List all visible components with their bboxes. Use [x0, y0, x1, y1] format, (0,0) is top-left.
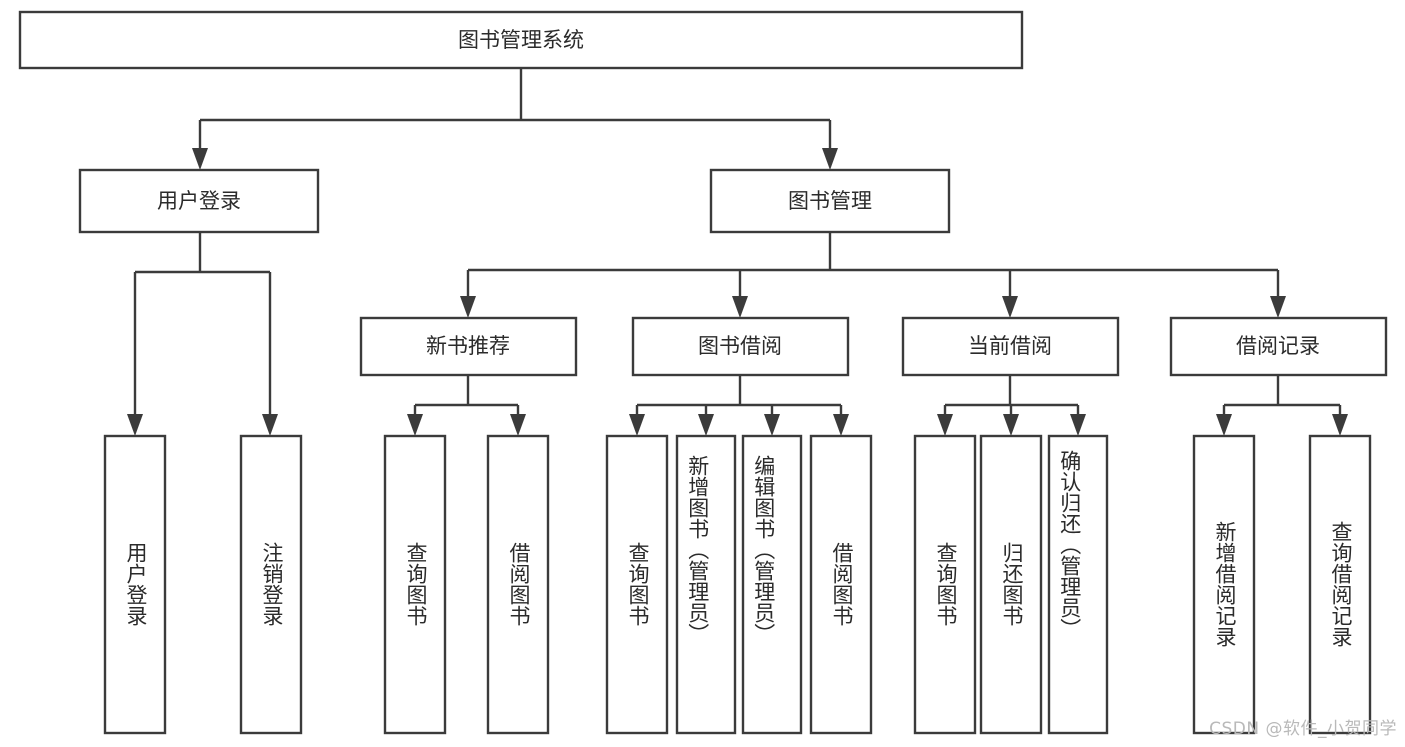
edge-userlogin-to-bus: [133, 232, 272, 423]
edge-root-to-bus: [198, 68, 832, 157]
node-new-book-recommend-box[interactable]: [359, 316, 578, 377]
node-new-book-recommend[interactable]: 新书推荐: [359, 316, 578, 377]
node-borrow-record-box[interactable]: [1169, 316, 1388, 377]
leaf-user-login-login-box[interactable]: [103, 434, 167, 735]
arrow-to-leaf-user-login: [127, 414, 143, 436]
node-current-borrow-label: 当前借阅: [968, 334, 1052, 358]
arrow-bb-leaf-1: [629, 414, 645, 436]
leaf-user-login-logout-box[interactable]: [239, 434, 303, 735]
leaf-currentborrow-confirm-box[interactable]: [1047, 434, 1109, 735]
arrow-nb-leaf-2: [510, 414, 526, 436]
leaf-currentborrow-query[interactable]: 查询图书: [913, 434, 977, 735]
leaf-currentborrow-confirm-label: 确认归还（管理员）: [1058, 450, 1082, 639]
arrow-to-book-borrow: [732, 296, 748, 318]
leaf-currentborrow-return-label: 归还图书: [1000, 542, 1024, 626]
arrow-to-current-borrow: [1002, 296, 1018, 318]
leaf-bookborrow-add-label: 新增图书（管理员）: [686, 455, 710, 644]
leaf-user-login-login[interactable]: 用户登录: [103, 434, 167, 735]
node-borrow-record[interactable]: 借阅记录: [1169, 316, 1388, 377]
leaf-currentborrow-query-box[interactable]: [913, 434, 977, 735]
leaf-borrowrecord-add-box[interactable]: [1192, 434, 1256, 735]
node-current-borrow[interactable]: 当前借阅: [901, 316, 1120, 377]
arrow-to-leaf-logout: [262, 414, 278, 436]
arrow-cb-leaf-1: [937, 414, 953, 436]
node-root-label: 图书管理系统: [458, 28, 584, 52]
leaf-currentborrow-confirm[interactable]: 确认归还（管理员）: [1047, 434, 1109, 735]
leaf-bookborrow-query-label: 查询图书: [626, 542, 650, 626]
leaf-bookborrow-edit[interactable]: 编辑图书（管理员）: [741, 434, 803, 735]
leaf-newbook-borrow-box[interactable]: [486, 434, 550, 735]
leaf-currentborrow-return[interactable]: 归还图书: [979, 434, 1043, 735]
edges-group: [127, 68, 1348, 436]
node-book-manage-label: 图书管理: [788, 189, 872, 213]
node-current-borrow-box[interactable]: [901, 316, 1120, 377]
arrow-bb-leaf-3: [764, 414, 780, 436]
leaf-newbook-query-label: 查询图书: [404, 542, 428, 626]
node-book-borrow-label: 图书借阅: [698, 334, 782, 358]
arrow-br-leaf-1: [1216, 414, 1232, 436]
edge-newbook-to-bus: [413, 375, 520, 423]
arrow-to-new-book: [460, 296, 476, 318]
leaf-bookborrow-borrow-label: 借阅图书: [830, 542, 854, 626]
leaf-bookborrow-query-box[interactable]: [605, 434, 669, 735]
arrow-to-book-manage: [822, 148, 838, 170]
leaf-newbook-query[interactable]: 查询图书: [383, 434, 447, 735]
node-new-book-recommend-label: 新书推荐: [426, 334, 510, 358]
leaf-currentborrow-query-label: 查询图书: [934, 542, 958, 626]
node-user-login[interactable]: 用户登录: [78, 168, 320, 234]
node-book-manage-box[interactable]: [709, 168, 951, 234]
leaf-newbook-borrow[interactable]: 借阅图书: [486, 434, 550, 735]
leaf-borrowrecord-add-label: 新增借阅记录: [1213, 521, 1237, 647]
leaf-user-login-logout-label: 注销登录: [260, 542, 284, 626]
leaf-bookborrow-add[interactable]: 新增图书（管理员）: [675, 434, 737, 735]
arrow-to-borrow-record: [1270, 296, 1286, 318]
node-user-login-box[interactable]: [78, 168, 320, 234]
arrow-nb-leaf-1: [407, 414, 423, 436]
leaf-borrowrecord-query[interactable]: 查询借阅记录: [1308, 434, 1372, 735]
arrow-cb-leaf-2: [1003, 414, 1019, 436]
leaf-bookborrow-borrow[interactable]: 借阅图书: [809, 434, 873, 735]
leaf-bookborrow-edit-box[interactable]: [741, 434, 803, 735]
leaf-currentborrow-return-box[interactable]: [979, 434, 1043, 735]
leaf-user-login-login-label: 用户登录: [124, 542, 148, 626]
node-root-box[interactable]: [18, 10, 1024, 70]
leaf-bookborrow-add-box[interactable]: [675, 434, 737, 735]
node-root[interactable]: 图书管理系统: [18, 10, 1024, 70]
leaf-bookborrow-edit-label: 编辑图书（管理员）: [752, 455, 776, 644]
leaf-borrowrecord-query-box[interactable]: [1308, 434, 1372, 735]
arrow-to-user-login: [192, 148, 208, 170]
arrow-bb-leaf-2: [698, 414, 714, 436]
arrow-br-leaf-2: [1332, 414, 1348, 436]
node-borrow-record-label: 借阅记录: [1236, 334, 1320, 358]
node-book-manage[interactable]: 图书管理: [709, 168, 951, 234]
node-book-borrow-box[interactable]: [631, 316, 850, 377]
node-user-login-label: 用户登录: [157, 189, 241, 213]
arrow-bb-leaf-4: [833, 414, 849, 436]
arrow-cb-leaf-3: [1070, 414, 1086, 436]
node-book-borrow[interactable]: 图书借阅: [631, 316, 850, 377]
leaf-bookborrow-borrow-box[interactable]: [809, 434, 873, 735]
leaf-borrowrecord-query-label: 查询借阅记录: [1329, 521, 1353, 647]
edge-bookborrow-to-bus: [635, 375, 843, 423]
edge-borrowrecord-to-bus: [1222, 375, 1342, 423]
leaf-borrowrecord-add[interactable]: 新增借阅记录: [1192, 434, 1256, 735]
leaf-bookborrow-query[interactable]: 查询图书: [605, 434, 669, 735]
leaf-user-login-logout[interactable]: 注销登录: [239, 434, 303, 735]
edge-bookmanage-to-bus: [466, 232, 1280, 305]
leaf-newbook-borrow-label: 借阅图书: [507, 542, 531, 626]
leaf-newbook-query-box[interactable]: [383, 434, 447, 735]
